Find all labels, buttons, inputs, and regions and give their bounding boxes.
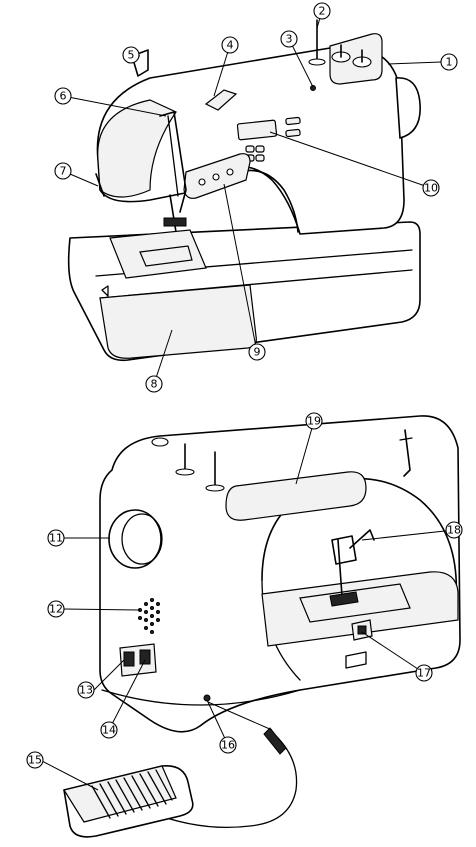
accessory-compartment [99, 284, 257, 359]
svg-text:10: 10 [424, 182, 438, 195]
callout-11: 11 [47, 529, 65, 547]
power-supply-jack [139, 649, 151, 665]
rear-needle-plate [299, 583, 411, 623]
svg-text:6: 6 [60, 90, 67, 103]
front-faceplate [97, 99, 177, 198]
callout-1: 1 [440, 53, 458, 71]
callout-8: 8 [145, 375, 163, 393]
svg-text:15: 15 [28, 754, 42, 767]
callout-9: 9 [248, 343, 266, 361]
front-lcd-display [236, 119, 278, 141]
main-power-switch [123, 651, 135, 667]
rear-machine-body [99, 415, 461, 733]
rear-view-machine [99, 415, 461, 733]
svg-text:12: 12 [49, 603, 63, 616]
svg-text:9: 9 [254, 346, 261, 359]
front-handwheel [395, 77, 421, 139]
callout-2: 2 [313, 2, 331, 20]
callout-13: 13 [77, 681, 95, 699]
callout-14: 14 [100, 721, 118, 739]
rear-vent-grille [138, 598, 160, 634]
svg-text:4: 4 [227, 39, 234, 52]
svg-text:8: 8 [151, 378, 158, 391]
callout-12: 12 [47, 600, 65, 618]
front-view-machine [67, 19, 421, 362]
callout-10: 10 [422, 179, 440, 197]
svg-text:16: 16 [221, 739, 235, 752]
svg-text:7: 7 [60, 165, 67, 178]
callout-17: 17 [415, 664, 433, 682]
svg-text:18: 18 [447, 524, 461, 537]
callout-5: 5 [122, 46, 140, 64]
svg-text:19: 19 [307, 415, 321, 428]
svg-text:2: 2 [319, 5, 326, 18]
svg-text:17: 17 [417, 667, 431, 680]
front-tension-slot [204, 89, 238, 111]
callout-4: 4 [221, 36, 239, 54]
callout-6: 6 [54, 87, 72, 105]
svg-text:5: 5 [128, 49, 135, 62]
svg-text:1: 1 [446, 56, 453, 69]
callout-15: 15 [26, 751, 44, 769]
rear-handle [225, 471, 367, 521]
svg-text:3: 3 [286, 33, 293, 46]
callout-16: 16 [219, 736, 237, 754]
svg-text:14: 14 [102, 724, 116, 737]
svg-text:11: 11 [49, 532, 63, 545]
callout-7: 7 [54, 162, 72, 180]
rear-handwheel [108, 509, 162, 569]
callout-18: 18 [445, 521, 463, 539]
callout-3: 3 [280, 30, 298, 48]
foot-controller-cord [149, 735, 298, 828]
foot-controller [63, 727, 298, 838]
callout-19: 19 [305, 412, 323, 430]
svg-text:13: 13 [79, 684, 93, 697]
